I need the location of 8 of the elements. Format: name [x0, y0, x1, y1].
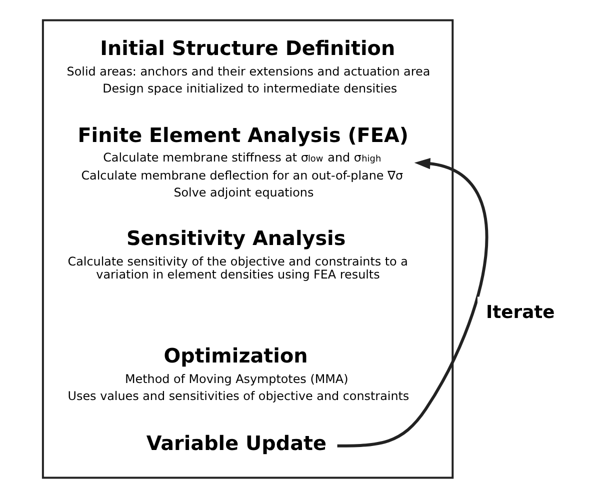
- edge-label: Iterate: [485, 302, 554, 324]
- cluster: [41, 19, 454, 479]
- node-text: Optimization Method of Moving Asymptotes (MMA) Uses values and sensitivities of objective and constraints: [67, 344, 409, 403]
- arrow: [336, 158, 488, 448]
- node-text: Sensitivity Analysis Calculate sensitivity of the objective and constraints to a variation in element densities using FEA results: [67, 227, 408, 282]
- node-text: Variable Update: [146, 432, 326, 455]
- node-text: Finite Element Analysis (FEA) Calculate membrane stiffness at σlow and σhigh Calculate membrane deflection for an out-of-plane ∇σ Solve adjoint equations: [77, 124, 408, 200]
- node-text: Initial Structure Definition Solid areas: anchors and their extensions and actuation area Design space initialized to intermediate densities: [66, 37, 430, 96]
